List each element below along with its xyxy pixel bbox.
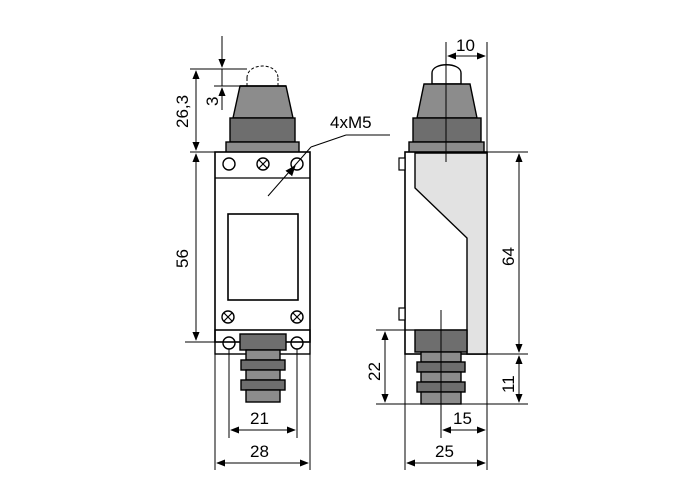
label-window (227, 213, 299, 301)
thread-callout-label: 4xM5 (330, 113, 372, 132)
mounting-hole (222, 157, 236, 171)
screw-icon (290, 310, 304, 324)
side-view: 10 64 11 22 15 25 (365, 36, 528, 470)
actuator-cap (232, 85, 294, 119)
cable-gland (239, 333, 287, 351)
screw-icon (256, 157, 270, 171)
dim-total-width: 28 (250, 442, 269, 461)
dim-inner-width: 21 (250, 409, 269, 428)
dim-side-inner-width: 15 (453, 409, 472, 428)
dim-bottom-height: 22 (365, 362, 384, 381)
dim-height-top: 26,3 (173, 95, 192, 128)
actuator-travel-outline (246, 65, 279, 79)
actuator-cap (416, 83, 478, 119)
screw-icon (221, 310, 235, 324)
cover-plate (414, 152, 488, 355)
dim-height-body: 56 (173, 249, 192, 268)
dim-side-height: 64 (499, 247, 518, 266)
dim-side-total-width: 25 (435, 442, 454, 461)
dim-stroke: 3 (203, 97, 222, 106)
mounting-hole (290, 157, 304, 171)
front-view: 4xM5 26,3 3 56 21 28 (173, 36, 390, 470)
actuator-collar (229, 117, 296, 143)
dim-bottom-offset: 11 (499, 375, 518, 393)
dim-top-offset: 10 (456, 36, 475, 55)
